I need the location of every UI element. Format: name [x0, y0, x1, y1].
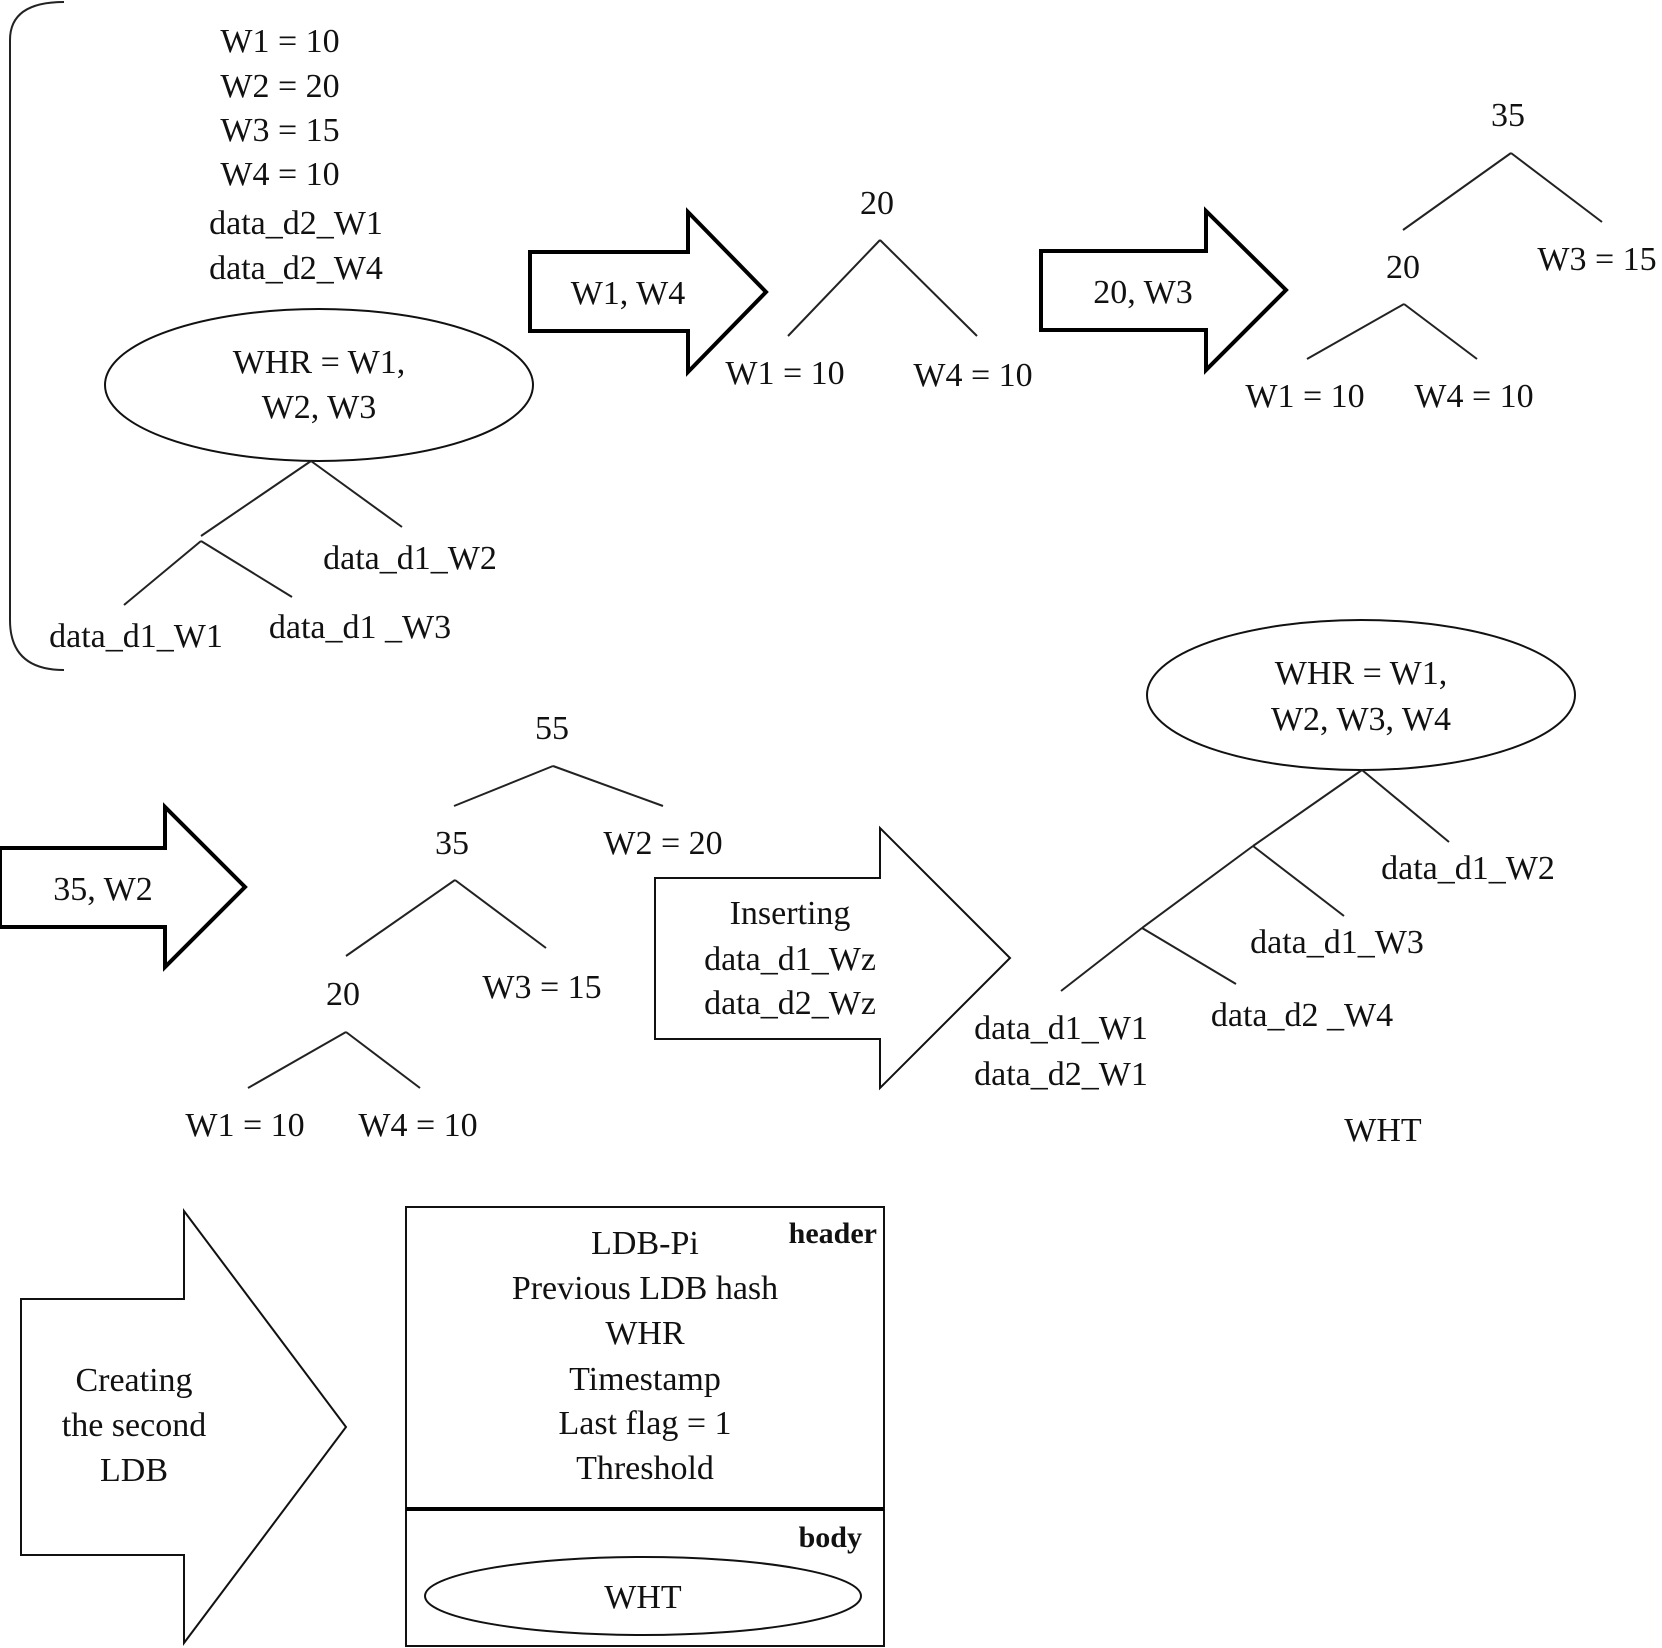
- arrow-creating-line2: the second: [62, 1407, 206, 1444]
- new-data-d2-w4: data_d2_W4: [209, 250, 383, 287]
- ldb-header-line-3: WHR: [605, 1315, 685, 1352]
- ldb-block: header LDB-Pi Previous LDB hash WHR Time…: [405, 1206, 885, 1647]
- tree2-root: 35: [1491, 97, 1525, 134]
- ldb-header-box: [405, 1206, 885, 1510]
- weight-w1: W1 = 10: [220, 23, 339, 60]
- tree2-w3: W3 = 15: [1537, 241, 1656, 278]
- ldb-header-line-1: LDB-Pi: [591, 1225, 699, 1262]
- final-wht-d1-w1: data_d1_W1: [974, 1010, 1148, 1047]
- huffman-tree-step-1: 20 W1 = 10 W4 = 10: [725, 185, 1032, 394]
- tree3-w1: W1 = 10: [185, 1107, 304, 1144]
- tree1-right: W4 = 10: [913, 357, 1032, 394]
- arrow-inserting-line1: Inserting: [730, 895, 851, 932]
- weight-w3: W3 = 15: [220, 112, 339, 149]
- final-wht-d2-w1: data_d2_W1: [974, 1056, 1148, 1093]
- final-wht-d1-w3: data_d1_W3: [1250, 924, 1424, 961]
- tree3-w4: W4 = 10: [358, 1107, 477, 1144]
- group-bracket: [9, 1, 65, 671]
- ldb-header-line-5: Last flag = 1: [558, 1405, 731, 1442]
- first-tree-right-child: data_d1_W2: [323, 540, 497, 577]
- ldb-header-label: header: [789, 1217, 877, 1250]
- arrow-merge-20-w3: 20, W3: [1039, 206, 1289, 375]
- final-wht-d2-w4: data_d2 _W4: [1211, 997, 1393, 1034]
- final-whr-ellipse: [1146, 619, 1576, 771]
- first-whr-ellipse: [104, 308, 534, 462]
- arrow-inserting-line3: data_d2_Wz: [704, 985, 876, 1022]
- first-whr-line1: WHR = W1,: [233, 344, 405, 381]
- first-tree-left-child: data_d1_W1: [49, 618, 223, 655]
- final-wht-caption: WHT: [1344, 1112, 1422, 1149]
- weight-w2: W2 = 20: [220, 68, 339, 105]
- final-wht-d1-w2: data_d1_W2: [1381, 850, 1555, 887]
- tree1-left: W1 = 10: [725, 355, 844, 392]
- ldb-header-line-2: Previous LDB hash: [512, 1270, 778, 1307]
- tree2-mid: 20: [1386, 249, 1420, 286]
- ldb-body-label: body: [799, 1521, 862, 1554]
- huffman-tree-step-2: 35 W3 = 15 20 W1 = 10 W4 = 10: [1245, 97, 1656, 415]
- ldb-header-line-6: Threshold: [576, 1450, 714, 1487]
- tree2-w1: W1 = 10: [1245, 378, 1364, 415]
- tree3-w3: W3 = 15: [482, 969, 601, 1006]
- arrow-creating-line3: LDB: [100, 1452, 168, 1489]
- arrow-merge-w1-w4-label: W1, W4: [571, 275, 686, 312]
- arrow-merge-35-w2: 35, W2: [0, 802, 248, 972]
- tree3-w2: W2 = 20: [603, 825, 722, 862]
- new-data-d2-w1: data_d2_W1: [209, 205, 383, 242]
- ldb-body-wht-ellipse: [424, 1556, 862, 1636]
- first-tree-mid-child: data_d1 _W3: [269, 609, 451, 646]
- ldb-header-line-4: Timestamp: [569, 1361, 721, 1398]
- arrow-creating-line1: Creating: [75, 1362, 192, 1399]
- tree1-root: 20: [860, 185, 894, 222]
- arrow-inserting-data: Inserting data_d1_Wz data_d2_Wz: [654, 825, 1012, 1091]
- first-wht: WHR = W1, W2, W3 data_d1_W2 data_d1_W1 d…: [49, 308, 534, 655]
- ldb-body-wht: WHT: [604, 1579, 682, 1616]
- weight-list: W1 = 10 W2 = 20 W3 = 15 W4 = 10 data_d2_…: [209, 23, 383, 287]
- tree3-n20: 20: [326, 976, 360, 1013]
- arrow-creating-ldb: Creating the second LDB: [20, 1208, 348, 1646]
- arrow-inserting-line2: data_d1_Wz: [704, 941, 876, 978]
- final-whr-line1: WHR = W1,: [1275, 655, 1447, 692]
- first-whr-line2: W2, W3: [262, 389, 377, 426]
- tree3-root: 55: [535, 710, 569, 747]
- huffman-tree-step-3: 55 35 W2 = 20 20 W3 = 15 W1 = 10 W4 = 10: [185, 710, 722, 1144]
- arrow-merge-w1-w4: W1, W4: [528, 207, 769, 377]
- arrow-merge-35-w2-label: 35, W2: [53, 871, 152, 908]
- tree3-n35: 35: [435, 825, 469, 862]
- tree2-w4: W4 = 10: [1414, 378, 1533, 415]
- final-whr-line2: W2, W3, W4: [1271, 701, 1451, 738]
- arrow-merge-20-w3-label: 20, W3: [1093, 274, 1192, 311]
- weight-w4: W4 = 10: [220, 156, 339, 193]
- final-wht: WHR = W1, W2, W3, W4 data_d1_W2 data_d1_…: [974, 619, 1576, 1149]
